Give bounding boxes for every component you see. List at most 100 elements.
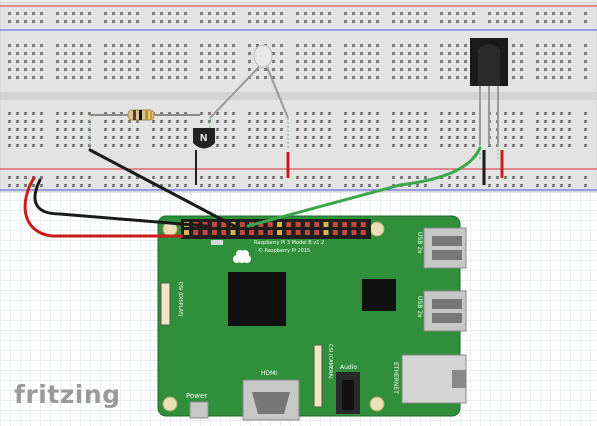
- breadboard-hole: [56, 20, 59, 23]
- breadboard-hole: [360, 128, 363, 131]
- breadboard-hole: [560, 52, 563, 55]
- raspberry-logo: [233, 250, 251, 263]
- breadboard-hole: [56, 112, 59, 115]
- breadboard-hole: [24, 68, 27, 71]
- breadboard-hole: [408, 76, 411, 79]
- breadboard-hole: [392, 52, 395, 55]
- breadboard-hole: [208, 176, 211, 179]
- breadboard-hole: [352, 136, 355, 139]
- breadboard-hole: [296, 52, 299, 55]
- breadboard-hole: [440, 144, 443, 147]
- breadboard-hole: [232, 44, 235, 47]
- breadboard-hole: [536, 12, 539, 15]
- breadboard-hole: [232, 128, 235, 131]
- transistor: N: [193, 128, 215, 185]
- breadboard-hole: [472, 112, 475, 115]
- breadboard-hole: [264, 144, 267, 147]
- breadboard-hole: [560, 144, 563, 147]
- breadboard-hole: [168, 184, 171, 187]
- breadboard-hole: [272, 44, 275, 47]
- breadboard-hole: [312, 184, 315, 187]
- breadboard-hole: [16, 120, 19, 123]
- breadboard-hole: [416, 52, 419, 55]
- breadboard-hole: [112, 176, 115, 179]
- breadboard-hole: [128, 20, 131, 23]
- breadboard-hole: [64, 20, 67, 23]
- breadboard-hole: [152, 128, 155, 131]
- breadboard-hole: [424, 68, 427, 71]
- breadboard-hole: [224, 176, 227, 179]
- breadboard-hole: [560, 44, 563, 47]
- breadboard-hole: [64, 52, 67, 55]
- breadboard-hole: [416, 60, 419, 63]
- breadboard-hole: [8, 176, 11, 179]
- breadboard-hole: [552, 76, 555, 79]
- breadboard-hole: [272, 20, 275, 23]
- breadboard-hole: [328, 52, 331, 55]
- breadboard-hole: [88, 52, 91, 55]
- breadboard-hole: [72, 12, 75, 15]
- breadboard-hole: [368, 44, 371, 47]
- breadboard-hole: [360, 44, 363, 47]
- breadboard-hole: [368, 136, 371, 139]
- breadboard-hole: [408, 128, 411, 131]
- breadboard-hole: [440, 184, 443, 187]
- breadboard-hole: [224, 128, 227, 131]
- breadboard-hole: [272, 136, 275, 139]
- breadboard-hole: [448, 112, 451, 115]
- breadboard-hole: [376, 120, 379, 123]
- breadboard-hole: [376, 136, 379, 139]
- breadboard-hole: [224, 76, 227, 79]
- breadboard-hole: [232, 144, 235, 147]
- breadboard-hole: [456, 76, 459, 79]
- breadboard-hole: [296, 76, 299, 79]
- breadboard-hole: [72, 112, 75, 115]
- breadboard-hole: [232, 112, 235, 115]
- breadboard-hole: [168, 176, 171, 179]
- breadboard-hole: [120, 20, 123, 23]
- gpio-pin: [277, 230, 282, 235]
- breadboard-hole: [296, 68, 299, 71]
- gpio-pin: [314, 222, 320, 227]
- usb-port-top: [423, 227, 467, 269]
- breadboard-hole: [272, 52, 275, 55]
- breadboard-hole: [216, 184, 219, 187]
- breadboard-hole: [40, 136, 43, 139]
- breadboard-hole: [128, 128, 131, 131]
- breadboard-hole: [496, 12, 499, 15]
- breadboard-hole: [136, 76, 139, 79]
- gpio-pin: [221, 230, 227, 235]
- breadboard-hole: [176, 128, 179, 131]
- breadboard-hole: [24, 60, 27, 63]
- breadboard-hole: [128, 76, 131, 79]
- gpio-pin: [184, 230, 189, 235]
- breadboard-hole: [184, 20, 187, 23]
- breadboard-hole: [88, 68, 91, 71]
- breadboard-hole: [512, 20, 515, 23]
- breadboard-hole: [184, 136, 187, 139]
- breadboard-hole: [328, 44, 331, 47]
- breadboard-hole: [544, 60, 547, 63]
- breadboard-hole: [400, 60, 403, 63]
- breadboard-hole: [16, 128, 19, 131]
- wires: [23, 146, 482, 238]
- breadboard-hole: [560, 120, 563, 123]
- breadboard-hole: [312, 68, 315, 71]
- breadboard-hole: [520, 144, 523, 147]
- breadboard-hole: [32, 128, 35, 131]
- ethernet-label: ETHERNET: [392, 362, 399, 394]
- breadboard-hole: [104, 76, 107, 79]
- breadboard-hole: [40, 12, 43, 15]
- breadboard-hole: [152, 12, 155, 15]
- breadboard-hole: [504, 20, 507, 23]
- breadboard-hole: [280, 184, 283, 187]
- breadboard-hole: [344, 44, 347, 47]
- breadboard-hole: [32, 52, 35, 55]
- breadboard-hole: [304, 184, 307, 187]
- breadboard-hole: [552, 128, 555, 131]
- breadboard-hole: [584, 112, 587, 115]
- breadboard-hole: [160, 52, 163, 55]
- breadboard-hole: [264, 20, 267, 23]
- breadboard-hole: [256, 136, 259, 139]
- breadboard-hole: [160, 112, 163, 115]
